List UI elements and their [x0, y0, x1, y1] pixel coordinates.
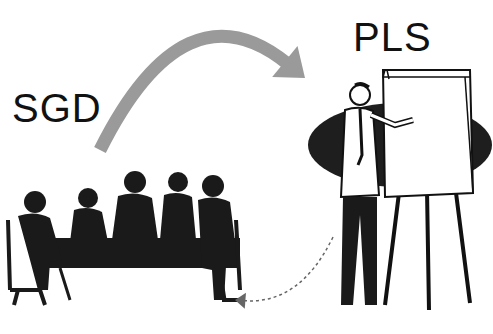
- silhouette-illustration: [0, 150, 245, 310]
- feedback-arrow-head: [235, 293, 246, 309]
- meeting-group: SGD: [0, 150, 245, 310]
- flow-arrow-head: [272, 46, 305, 78]
- feedback-arrow: [244, 237, 333, 301]
- node-heading: SGD: [12, 88, 102, 128]
- node-heading: PLS: [353, 17, 432, 57]
- flow-arrow: [100, 36, 288, 150]
- silhouette-illustration: [305, 65, 493, 310]
- presenter-flipchart: PLS: [305, 65, 493, 310]
